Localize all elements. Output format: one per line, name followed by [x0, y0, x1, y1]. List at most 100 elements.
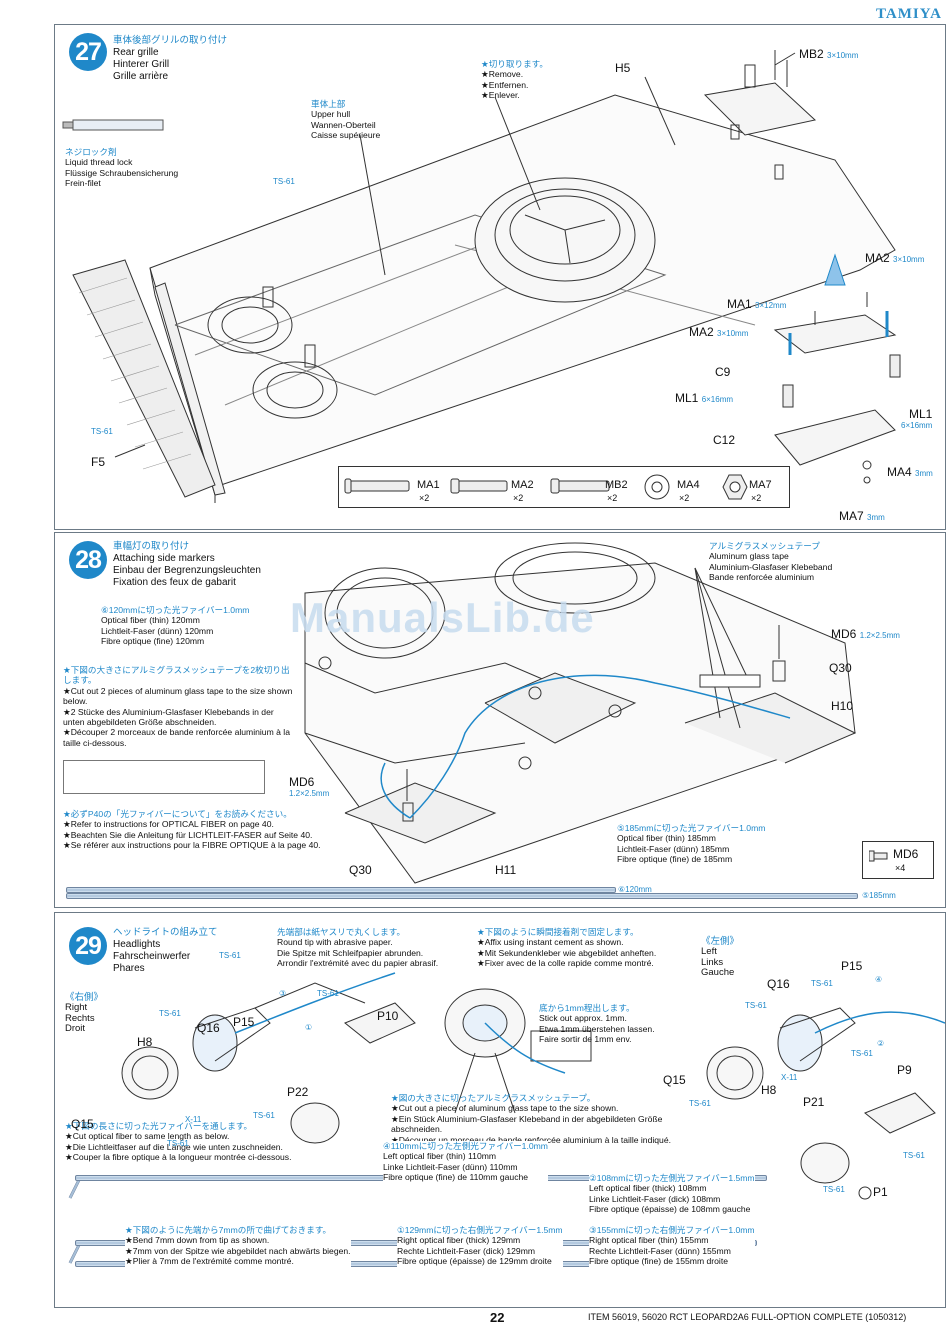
part-label-p21: P21 [803, 1095, 825, 1109]
left-en: Left [701, 946, 717, 958]
hull-note: 車体上部 Upper hull Wannen-Oberteil Caisse s… [311, 99, 380, 141]
fiber5-en: Optical fiber (thin) 185mm [617, 833, 716, 844]
f1-fr: Fibre optique (épaisse) de 129mm droite [397, 1256, 552, 1267]
part-label-c12: C12 [713, 433, 736, 447]
ma2-name: MA2 [689, 325, 714, 339]
mb2-size: 3×10mm [827, 51, 859, 60]
part-label-q15: Q15 [663, 1073, 686, 1087]
parts-box-item-name: MA1 [417, 479, 440, 491]
bend-fr: ★Plier à 7mm de l'extrémité comme montré… [125, 1256, 294, 1267]
parts-box-item-name: MA2 [511, 479, 534, 491]
tape-note: ★下図の大きさにアルミグラスメッシュテープを2枚切り出します。 ★Cut out… [63, 665, 297, 748]
part-label-ml1: ML1 6×16mm [675, 391, 733, 405]
round-fr: Arrondir l'extrémité avec du papier abra… [277, 958, 439, 969]
md6-name: MD6 [289, 775, 315, 789]
callout-2: ② [877, 1039, 885, 1048]
round-en: Round tip with abrasive paper. [277, 937, 393, 948]
fiber-fr: Fibre optique (fine) 120mm [101, 636, 205, 647]
parts-box-illustrations [344, 474, 748, 500]
callout-1: ① [305, 1023, 313, 1032]
fiber-length-label: ⑤185mm [862, 891, 896, 900]
ts61-label: TS-61 [811, 979, 833, 988]
f4-de: Linke Lichtleit-Faser (dünn) 110mm [383, 1161, 518, 1172]
step-number: 29 [69, 927, 107, 965]
part-label-p9: P9 [897, 1063, 912, 1077]
ts61-label: TS-61 [851, 1049, 873, 1058]
fiber-jp: ⑥120mmに切った光ファイバー1.0mm [101, 605, 250, 615]
title-en: Attaching side markers [113, 553, 215, 564]
part-label-ma7: MA7 3mm [839, 509, 885, 523]
f3-fr: Fibre optique (fine) de 155mm droite [589, 1256, 729, 1267]
ml1-name: ML1 [675, 391, 699, 405]
ref-fr: ★Se référer aux instructions pour la FIB… [63, 840, 321, 851]
title-en: Rear grille [113, 47, 159, 58]
cutfiber-fr: ★Couper la fibre optique à la longueur m… [65, 1152, 292, 1163]
ref-en: ★Refer to instructions for OPTICAL FIBER… [63, 819, 274, 830]
ma1-name: MA1 [727, 297, 752, 311]
ma4-size: 3mm [915, 469, 933, 478]
fiber-4-note: ④110mmに切った左側光ファイバー1.0mm Left optical fib… [383, 1141, 548, 1183]
fiber-1-note: ①129mmに切った右側光ファイバー1.5mm Right optical fi… [397, 1225, 563, 1267]
title-fr: Phares [113, 963, 145, 974]
md6-name: MD6 [831, 627, 857, 641]
callout-4: ④ [875, 975, 883, 984]
f2-de: Linke Lichtleit-Faser (dick) 108mm [589, 1193, 721, 1204]
part-label-p10: P10 [377, 1009, 399, 1023]
right-jp: 《右側》 [65, 992, 104, 1003]
cutfiber-de: ★Die Lichtleitfaser auf die Länge wie un… [65, 1141, 283, 1152]
tape-fr: ★Découper 2 morceaux de bande renforcée … [63, 727, 290, 748]
right-de: Rechts [65, 1012, 95, 1024]
glue-note: ネジロック剤 Liquid thread lock Flüssige Schra… [65, 147, 178, 189]
step-number: 27 [69, 33, 107, 71]
fiber-185mm-template [66, 893, 858, 899]
part-label-ma4: MA4 3mm [887, 465, 933, 479]
left-fr: Gauche [701, 967, 735, 979]
glue-de: Flüssige Schraubensicherung [65, 167, 179, 178]
callout-3: ③ [279, 989, 287, 998]
alu-de: Aluminium-Glasfaser Klebeband [709, 561, 833, 572]
part-label-h8: H8 [137, 1035, 153, 1049]
ts61-label: TS-61 [745, 1001, 767, 1010]
cut-fiber-note: ★下図の長さに切った光ファイバーを通します。 ★Cut optical fibe… [65, 1121, 355, 1163]
title-jp: 車幅灯の取り付け [113, 541, 190, 552]
ml1-size: 6×16mm [701, 395, 734, 404]
stick-fr: Faire sortir de 1mm env. [539, 1034, 632, 1045]
ma2-name: MA2 [865, 251, 890, 265]
fiber5-de: Lichtleit-Faser (dünn) 185mm [617, 843, 730, 854]
step-title: 車体後部グリルの取り付け Rear grille Hinterer Grill … [113, 35, 227, 83]
ts61-label: TS-61 [273, 177, 295, 186]
hull-fr: Caisse supérieure [311, 130, 381, 141]
step-title: ヘッドライトの組み立て Headlights Fahrscheinwerfer … [113, 927, 218, 975]
step-28-illustration [304, 542, 857, 884]
hull-en: Upper hull [311, 109, 351, 120]
md6-box-name: MD6 [893, 847, 919, 861]
fiber-note: ⑥120mmに切った光ファイバー1.0mm Optical fiber (thi… [101, 605, 249, 647]
alu-fr: Bande renforcée aluminium [709, 572, 815, 583]
part-label-p15: P15 [841, 959, 863, 973]
tape-size-template [63, 760, 265, 794]
ma7-name: MA7 [839, 509, 864, 523]
ts61-label: TS-61 [253, 1111, 275, 1120]
hull-jp: 車体上部 [311, 99, 346, 109]
step-number: 28 [69, 541, 107, 579]
f3-jp: ③155mmに切った右側光ファイバー1.0mm [589, 1225, 755, 1235]
bend-jp: ★下図のように先端から7mmの所で曲げておきます。 [125, 1225, 332, 1235]
fiber-185-note: ⑤185mmに切った光ファイバー1.0mm Optical fiber (thi… [617, 823, 765, 865]
fiber-length-label: ⑥120mm [618, 885, 652, 894]
tape-jp: ★下図の大きさにアルミグラスメッシュテープを2枚切り出します。 [63, 665, 290, 686]
footer-item-text: ITEM 56019, 56020 RCT LEOPARD2A6 FULL-OP… [588, 1312, 907, 1322]
fiber-2-note: ②108mmに切った左側光ファイバー1.5mm Left optical fib… [589, 1173, 755, 1215]
parts-box-item-name: MA4 [677, 479, 700, 491]
md6-size: 1.2×2.5mm [859, 631, 900, 640]
fiber5-jp: ⑤185mmに切った光ファイバー1.0mm [617, 823, 766, 833]
stick-de: Etwa 1mm überstehen lassen. [539, 1023, 655, 1034]
affix-de: ★Mit Sekundenkleber wie abgebildet anhef… [477, 947, 657, 958]
part-label-mb2: MB2 3×10mm [799, 47, 858, 61]
fiber-120mm-template [66, 887, 616, 893]
parts-box-item-qty: ×2 [679, 493, 690, 503]
f1-en: Right optical fiber (thick) 129mm [397, 1235, 521, 1246]
glue-jp: ネジロック剤 [65, 147, 117, 157]
reference-note: ★必ずP40の「光ファイバーについて」をお読みください。 ★Refer to i… [63, 809, 321, 851]
alu-en: Aluminum glass tape [709, 551, 789, 562]
